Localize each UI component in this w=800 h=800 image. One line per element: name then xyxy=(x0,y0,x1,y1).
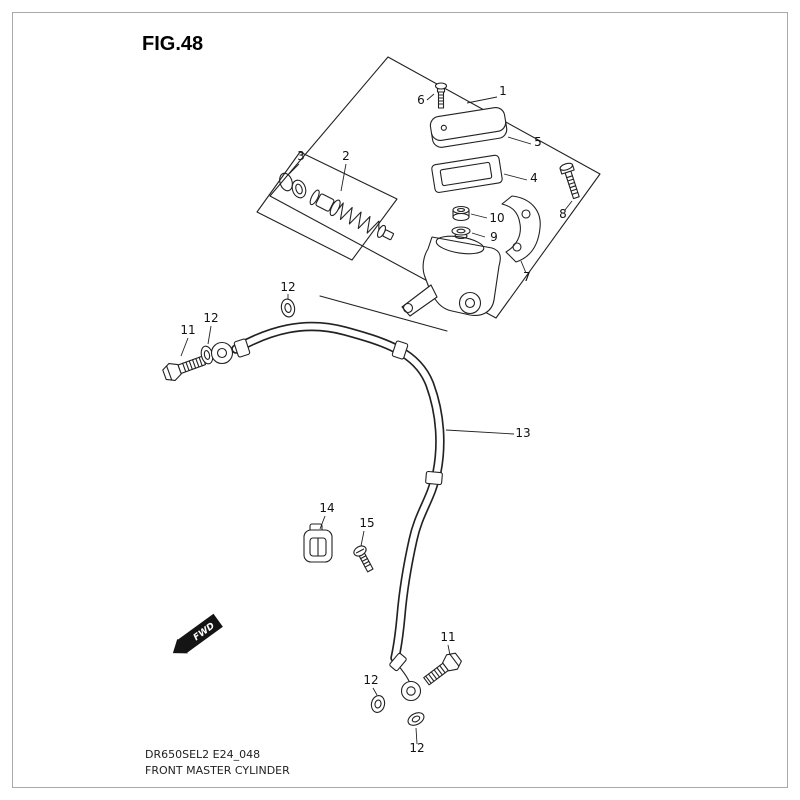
callout-12-18: 12 xyxy=(409,741,424,755)
callout-6-1: 6 xyxy=(417,93,425,107)
banjo-bolt-11-top xyxy=(162,355,207,382)
fwd-arrow-icon xyxy=(172,613,223,654)
callout-leader-13-13 xyxy=(445,429,515,435)
callout-leader-2-6 xyxy=(340,163,347,192)
callout-leader-1-0 xyxy=(466,96,498,104)
part-piston-set-2 xyxy=(309,189,394,241)
part-cap-nut-10 xyxy=(452,205,470,222)
callout-layer: 1 6 5 4 8 3 2 10 9 7 12 11 12 13 14 15 11 12 12 xyxy=(180,84,573,755)
hose-clamp-14 xyxy=(303,523,333,563)
callout-leader-9-8 xyxy=(471,232,486,238)
footer-title: FRONT MASTER CYLINDER xyxy=(145,764,290,777)
callout-leader-12-12 xyxy=(207,325,212,345)
connector-line xyxy=(319,295,448,332)
callout-leader-6-1 xyxy=(426,93,435,101)
callout-11-16: 11 xyxy=(440,630,455,644)
part-screw-6 xyxy=(434,82,448,109)
hose-eye-top xyxy=(210,341,234,365)
callout-leader-7-9 xyxy=(520,260,527,274)
hose-eye-bottom xyxy=(400,680,422,702)
callout-leader-5-2 xyxy=(507,136,532,145)
part-cap-5 xyxy=(429,106,508,148)
callout-15-15: 15 xyxy=(359,516,374,530)
part-circlip-3 xyxy=(279,172,307,199)
fwd-marker: FWD xyxy=(172,613,223,654)
part-diaphragm-4 xyxy=(431,154,503,193)
callout-12-17: 12 xyxy=(363,673,378,687)
callout-14-14: 14 xyxy=(319,501,334,515)
callout-9-8: 9 xyxy=(490,230,498,244)
callout-leader-15-15 xyxy=(360,530,365,547)
callout-2-6: 2 xyxy=(342,149,350,163)
figure-label: FIG.48 xyxy=(142,33,203,55)
page-border xyxy=(12,12,788,788)
washer-12-bottom-right xyxy=(407,712,425,726)
brake-hose-13 xyxy=(231,321,445,663)
piston-bounding-box xyxy=(256,151,398,261)
callout-leader-12-18 xyxy=(415,727,418,745)
callout-7-9: 7 xyxy=(523,270,531,284)
callout-leader-4-3 xyxy=(503,173,528,181)
washer-12-bottom-left xyxy=(370,695,386,713)
callout-12-10: 12 xyxy=(280,280,295,294)
footer-code: DR650SEL2 E24_048 xyxy=(145,748,260,761)
callout-3-5: 3 xyxy=(297,149,305,163)
callout-leader-12-17 xyxy=(372,687,378,696)
part-holder-7 xyxy=(501,195,541,263)
callout-13-13: 13 xyxy=(515,426,530,440)
callout-leader-8-4 xyxy=(564,200,573,211)
banjo-bolt-11-bottom xyxy=(423,652,462,686)
assembly-bounding-box xyxy=(269,56,601,319)
callout-12-12: 12 xyxy=(203,311,218,325)
clamp-screw-15 xyxy=(353,545,374,573)
callout-leader-11-16 xyxy=(447,644,451,656)
callout-4-3: 4 xyxy=(530,171,538,185)
hose-elbow-bottom xyxy=(389,652,410,682)
part-bolt-8 xyxy=(559,162,580,200)
master-cylinder-body xyxy=(401,235,501,317)
callout-leader-3-5 xyxy=(288,163,300,175)
callout-10-7: 10 xyxy=(489,211,504,225)
callout-leader-10-7 xyxy=(470,213,488,219)
callout-leader-11-11 xyxy=(180,337,189,357)
washer-12-upper xyxy=(280,298,296,318)
callout-leader-14-14 xyxy=(319,515,326,530)
callout-11-11: 11 xyxy=(180,323,195,337)
callout-5-2: 5 xyxy=(534,135,542,149)
callout-8-4: 8 xyxy=(559,207,567,221)
callout-1-0: 1 xyxy=(499,84,507,98)
